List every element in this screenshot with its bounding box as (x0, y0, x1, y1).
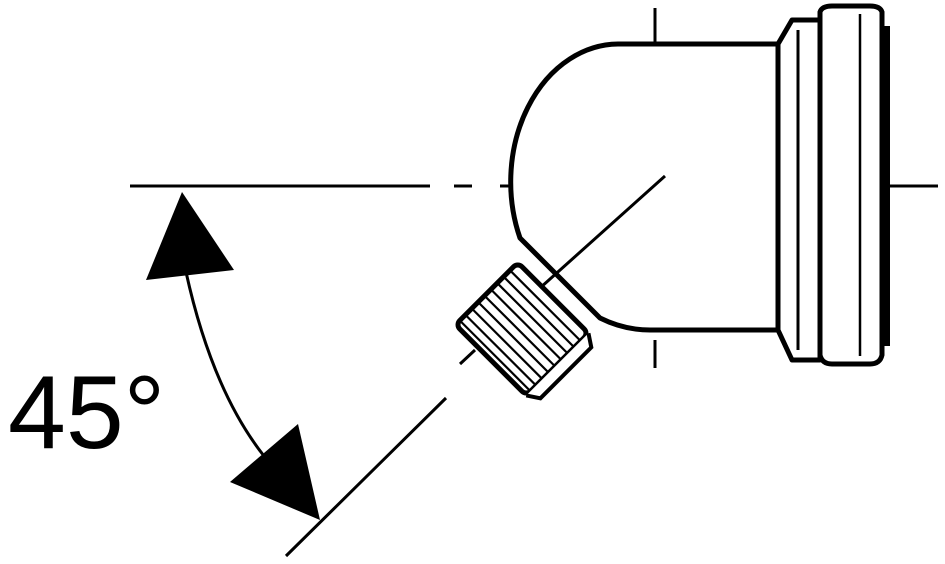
socket-collar (775, 3, 890, 367)
angle-label: 45° (8, 355, 165, 471)
diagonal-center-line (284, 174, 667, 558)
angle-dimension-arc (184, 271, 266, 457)
upper-arrowhead (146, 192, 234, 280)
lower-arrowhead (230, 424, 320, 520)
threaded-outlet (455, 262, 594, 401)
elbow-body (508, 41, 778, 333)
